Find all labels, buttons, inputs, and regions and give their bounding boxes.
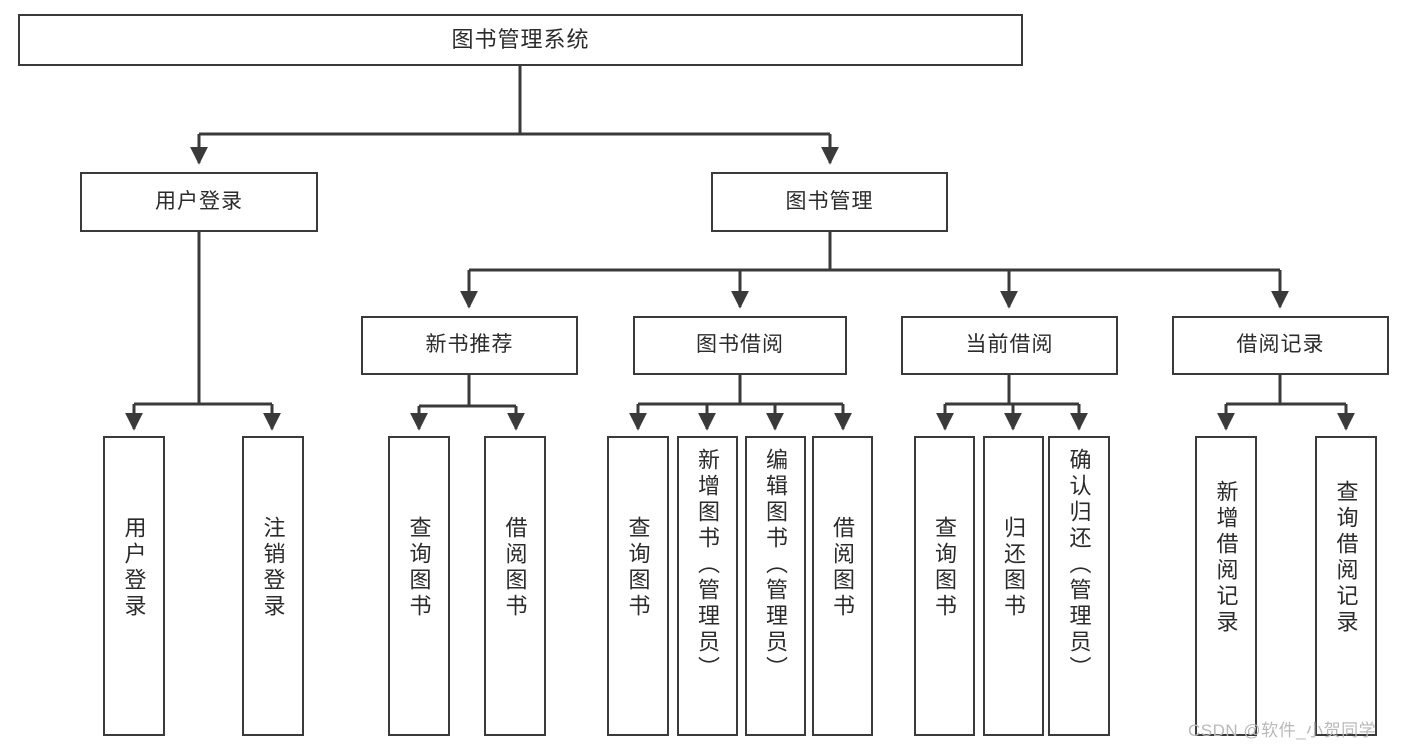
node-current-borrow[interactable]: 当前借阅 [901,316,1118,375]
node-leaf-borrow-book-2-label: 借阅图书 [830,516,856,620]
node-borrow-record-label: 借阅记录 [1236,333,1325,357]
node-root[interactable]: 图书管理系统 [18,14,1023,66]
node-leaf-borrow-book-2[interactable]: 借阅图书 [812,436,873,736]
node-book-manage-label: 图书管理 [785,189,874,213]
node-root-label: 图书管理系统 [451,27,590,53]
node-user-login-label: 用户登录 [155,189,243,213]
node-leaf-add-record-label: 新增借阅记录 [1213,480,1239,636]
node-book-manage[interactable]: 图书管理 [711,172,948,232]
node-leaf-query-book-3[interactable]: 查询图书 [914,436,975,736]
node-leaf-borrow-book-1-label: 借阅图书 [502,516,528,620]
node-leaf-user-logout[interactable]: 注销登录 [242,436,304,736]
node-leaf-user-login-label: 用户登录 [121,516,147,620]
node-leaf-query-record-label: 查询借阅记录 [1333,480,1359,636]
node-borrow-record[interactable]: 借阅记录 [1172,316,1389,375]
node-leaf-edit-book-label: 编辑图书（管理员） [763,448,789,682]
csdn-watermark: CSDN @软件_小贺同学 [1188,721,1377,740]
node-book-borrow-label: 图书借阅 [696,333,784,357]
node-leaf-query-record[interactable]: 查询借阅记录 [1315,436,1377,736]
node-current-borrow-label: 当前借阅 [965,333,1054,357]
node-leaf-user-login[interactable]: 用户登录 [103,436,165,736]
node-leaf-confirm-return-label: 确认归还（管理员） [1066,448,1092,682]
node-leaf-add-book-label: 新增图书（管理员） [695,448,721,682]
node-leaf-user-logout-label: 注销登录 [260,516,286,620]
node-book-borrow[interactable]: 图书借阅 [633,316,847,375]
node-leaf-return-book[interactable]: 归还图书 [983,436,1044,736]
node-new-book-rec-label: 新书推荐 [425,333,514,357]
node-leaf-query-book-2[interactable]: 查询图书 [607,436,669,736]
node-new-book-rec[interactable]: 新书推荐 [361,316,578,375]
node-user-login[interactable]: 用户登录 [80,172,318,232]
node-leaf-query-book-1[interactable]: 查询图书 [388,436,450,736]
node-leaf-query-book-3-label: 查询图书 [932,516,958,620]
node-leaf-query-book-2-label: 查询图书 [625,516,651,620]
node-leaf-return-book-label: 归还图书 [1001,516,1027,620]
node-leaf-query-book-1-label: 查询图书 [406,516,432,620]
node-leaf-add-book[interactable]: 新增图书（管理员） [677,436,738,736]
node-leaf-confirm-return[interactable]: 确认归还（管理员） [1048,436,1110,736]
node-leaf-add-record[interactable]: 新增借阅记录 [1195,436,1257,736]
node-leaf-borrow-book-1[interactable]: 借阅图书 [484,436,546,736]
node-leaf-edit-book[interactable]: 编辑图书（管理员） [745,436,806,736]
